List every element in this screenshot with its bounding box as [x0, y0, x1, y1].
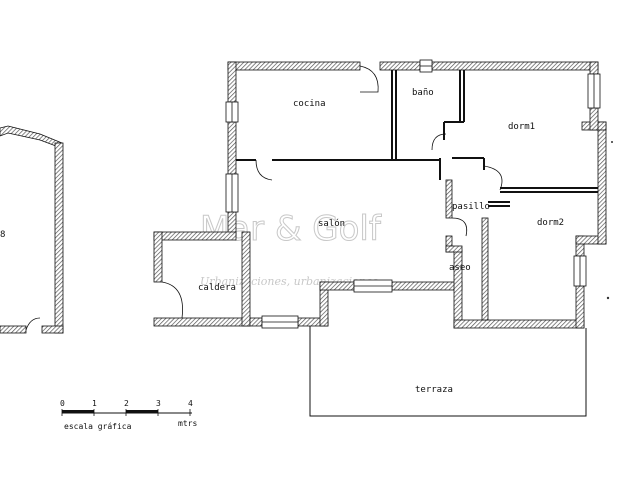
scale-tick-4: 4	[188, 399, 193, 408]
walls	[153, 61, 607, 329]
room-label-dorm1: dorm1	[508, 122, 535, 132]
graphic-scale: 0 1 2 3 4 escala gráfica mtrs	[60, 399, 197, 431]
windows	[225, 59, 601, 329]
left-partial-building	[0, 125, 64, 334]
room-label-pasillo: pasillo	[452, 202, 490, 212]
interior-walls	[236, 70, 598, 207]
scale-tick-0: 0	[60, 399, 65, 408]
room-label-caldera: caldera	[198, 283, 236, 293]
scale-unit: mtrs	[178, 419, 197, 428]
terraza-outline	[309, 326, 587, 417]
watermark-brand: Mar & Golf	[200, 209, 382, 249]
room-label-salon: salón	[318, 218, 345, 229]
watermark: Mar & Golf Urbanizaciones, urbanizacione…	[200, 209, 383, 289]
room-label-dorm2: dorm2	[537, 218, 564, 228]
left-door-arc	[25, 317, 41, 331]
scale-tick-2: 2	[124, 399, 129, 408]
scale-caption: escala gráfica	[64, 422, 132, 431]
room-label-bano: baño	[412, 88, 434, 98]
room-label-terraza: terraza	[415, 385, 453, 395]
scale-tick-3: 3	[156, 399, 161, 408]
room-label-aseo: aseo	[449, 263, 471, 273]
room-label-cocina: cocina	[293, 99, 326, 109]
marks	[606, 141, 613, 300]
doors	[161, 65, 503, 319]
left-room-label: 8	[0, 230, 5, 240]
scale-tick-1: 1	[92, 399, 97, 408]
